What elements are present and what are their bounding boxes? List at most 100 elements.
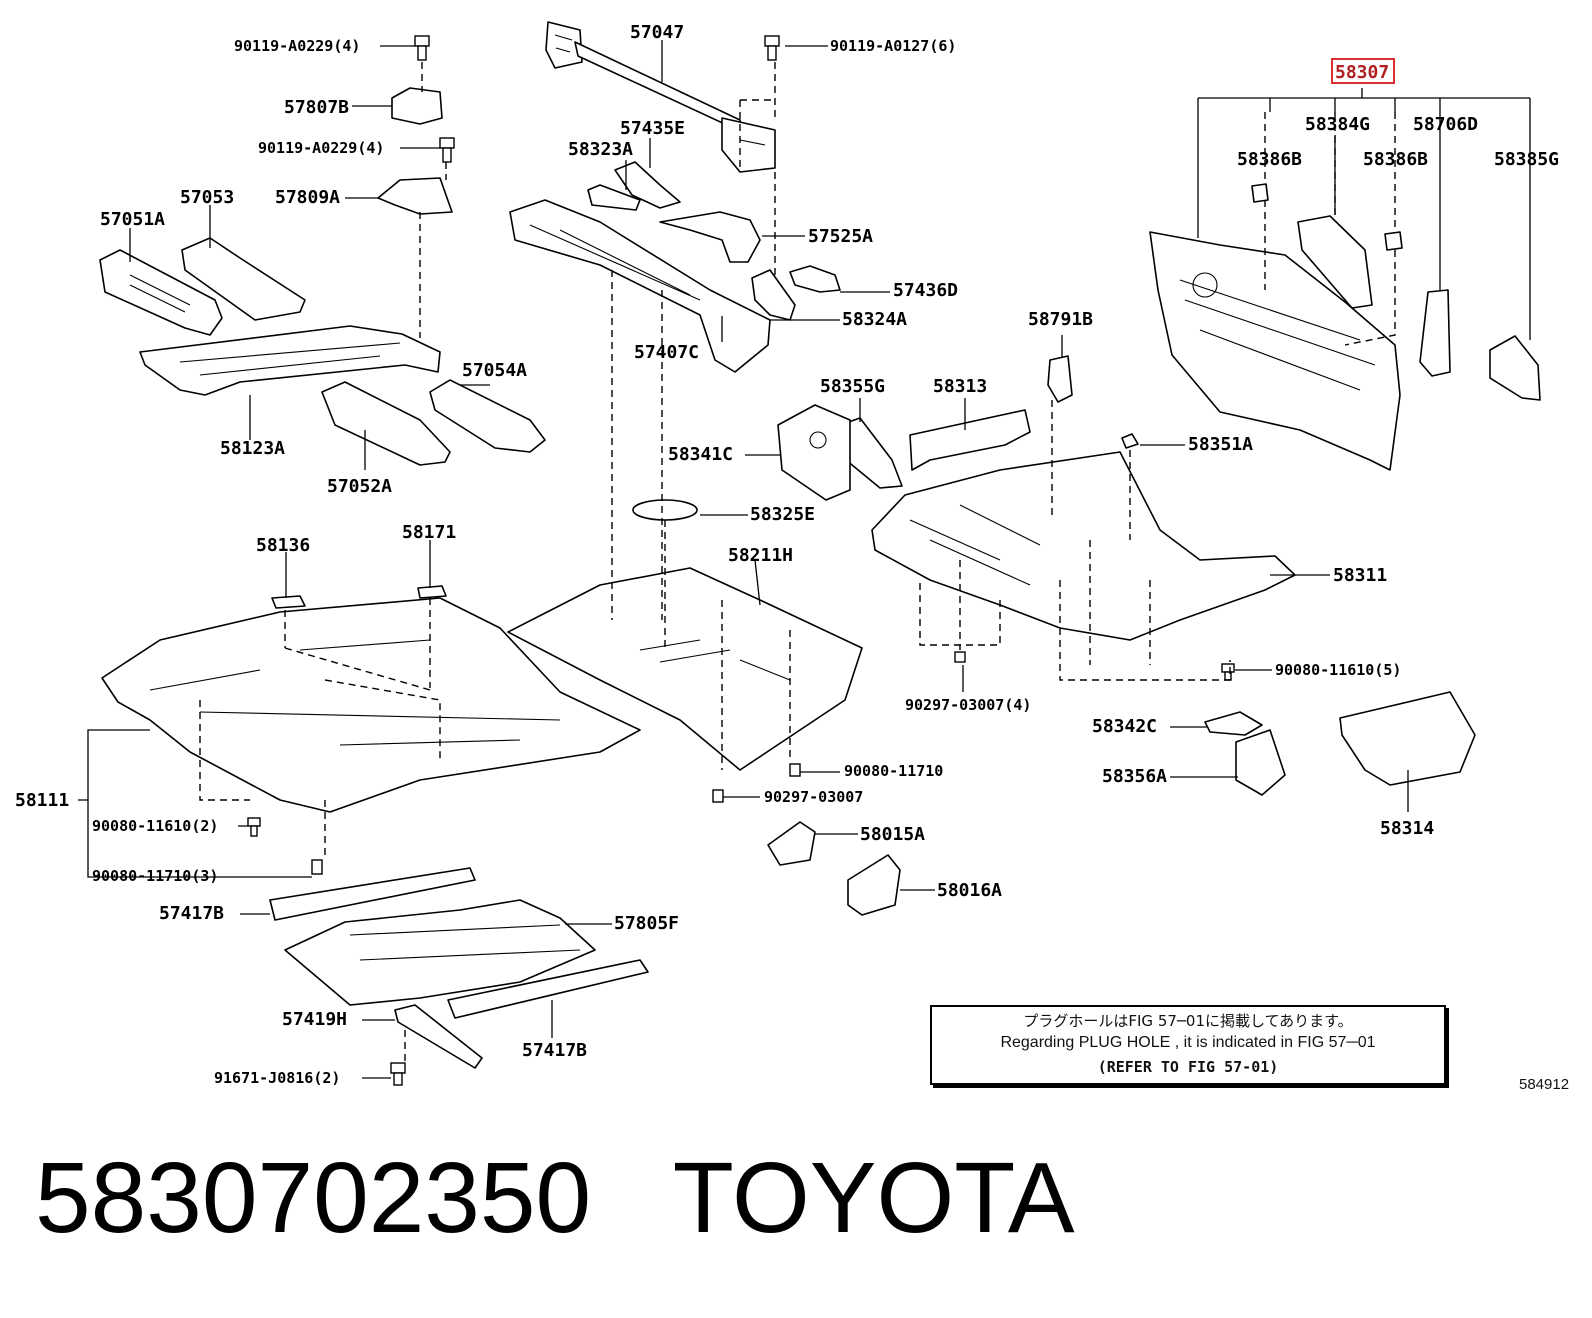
bolt-icon-90119-A0229-b bbox=[439, 137, 455, 163]
callout-58384G: 58384G bbox=[1305, 114, 1370, 135]
illustration-code: 584912 bbox=[1519, 1076, 1570, 1093]
callout-90080-11610-2: 90080-11610(2) bbox=[92, 817, 218, 835]
callout-58355G: 58355G bbox=[820, 376, 885, 397]
caption-brand: TOYOTA bbox=[672, 1142, 1075, 1254]
callout-57417B-a: 57417B bbox=[159, 903, 224, 924]
highlight-box-58307 bbox=[1331, 58, 1395, 84]
callout-90119-A0229-b: 90119-A0229(4) bbox=[258, 139, 384, 157]
alignment-lines bbox=[199, 62, 1396, 1062]
callout-90297-03007: 90297-03007 bbox=[764, 788, 863, 806]
part-57805F-floor-pan bbox=[284, 899, 596, 1006]
callout-58111: 58111 bbox=[15, 790, 69, 811]
callout-57525A: 57525A bbox=[808, 226, 873, 247]
callout-57805F: 57805F bbox=[614, 913, 679, 934]
callout-57051A: 57051A bbox=[100, 209, 165, 230]
part-57809A-bracket bbox=[377, 177, 453, 215]
part-57436D-bracket bbox=[789, 265, 841, 293]
callout-58015A: 58015A bbox=[860, 824, 925, 845]
callout-58706D: 58706D bbox=[1413, 114, 1478, 135]
part-58342C-bracket bbox=[1204, 711, 1263, 736]
callout-57054A: 57054A bbox=[462, 360, 527, 381]
part-58015A-bracket bbox=[767, 821, 816, 866]
bolt-icon-90080-11710-3 bbox=[311, 859, 323, 875]
callout-90119-A0127: 90119-A0127(6) bbox=[830, 37, 956, 55]
callout-57417B-b: 57417B bbox=[522, 1040, 587, 1061]
parts-diagram: 57047 90119-A0229(4) 90119-A0127(6) 5780… bbox=[15, 21, 1559, 1087]
callout-57809A: 57809A bbox=[275, 187, 340, 208]
part-57807B-bracket bbox=[391, 87, 443, 125]
callout-58313: 58313 bbox=[933, 376, 987, 397]
part-57054A-member bbox=[429, 379, 546, 453]
callout-58386B-b: 58386B bbox=[1363, 149, 1428, 170]
callout-58386B-a: 58386B bbox=[1237, 149, 1302, 170]
callout-58314: 58314 bbox=[1380, 818, 1434, 839]
callout-57053: 57053 bbox=[180, 187, 234, 208]
callout-58791B: 58791B bbox=[1028, 309, 1093, 330]
note-japanese: プラグホールはFIG 57─01に掲載してあります。 bbox=[1023, 1012, 1353, 1030]
callout-58311: 58311 bbox=[1333, 565, 1387, 586]
bolt-icon-90119-A0127 bbox=[764, 35, 780, 61]
bolt-icon-90080-11610-2 bbox=[247, 817, 261, 837]
callout-58356A: 58356A bbox=[1102, 766, 1167, 787]
callout-58342C: 58342C bbox=[1092, 716, 1157, 737]
part-58111-front-floor bbox=[101, 597, 641, 813]
bolt-icon-90119-A0229-a bbox=[414, 35, 430, 61]
part-58307-dash-panel bbox=[1149, 231, 1401, 471]
part-58384G-panel bbox=[1297, 215, 1373, 309]
callout-57436D: 57436D bbox=[893, 280, 958, 301]
callout-57807B: 57807B bbox=[284, 97, 349, 118]
callout-57052A: 57052A bbox=[327, 476, 392, 497]
callout-58351A: 58351A bbox=[1188, 434, 1253, 455]
bolt-icon-90080-11610-5 bbox=[1221, 663, 1235, 681]
part-58211H-center-floor bbox=[507, 567, 863, 771]
caption-part-number: 5830702350 bbox=[35, 1142, 592, 1254]
callout-58325E: 58325E bbox=[750, 504, 815, 525]
callout-57435E: 57435E bbox=[620, 118, 685, 139]
part-58706D-brace bbox=[1419, 289, 1451, 377]
part-57053-member bbox=[181, 237, 306, 321]
callout-90080-11710-3: 90080-11710(3) bbox=[92, 867, 218, 885]
callout-57407C: 57407C bbox=[634, 342, 699, 363]
part-57419H-brace bbox=[394, 1004, 483, 1069]
bolt-icon-90297-03007-4 bbox=[954, 651, 966, 663]
part-58341C-panel bbox=[777, 404, 851, 501]
part-58386B-clip-b bbox=[1384, 231, 1403, 251]
callout-labels: 57047 90119-A0229(4) 90119-A0127(6) 5780… bbox=[15, 22, 1559, 1087]
callout-90297-03007-4: 90297-03007(4) bbox=[905, 696, 1031, 714]
part-58171-pad bbox=[417, 585, 447, 599]
part-caption: 5830702350 TOYOTA bbox=[35, 1148, 1075, 1248]
callout-57419H: 57419H bbox=[282, 1009, 347, 1030]
callout-58171: 58171 bbox=[402, 522, 456, 543]
part-58314-panel bbox=[1339, 691, 1476, 786]
callout-57047: 57047 bbox=[630, 22, 684, 43]
part-58356A-bracket bbox=[1235, 729, 1286, 796]
callout-58123A: 58123A bbox=[220, 438, 285, 459]
callout-91671-J0816: 91671-J0816(2) bbox=[214, 1069, 340, 1087]
bolt-icon-90297-03007 bbox=[712, 789, 724, 803]
part-58351A-clip bbox=[1121, 433, 1139, 449]
part-58386B-clip-a bbox=[1251, 183, 1269, 203]
part-58324A-bracket bbox=[751, 269, 796, 321]
part-57417B-rocker-a bbox=[269, 867, 476, 921]
part-58791B-bracket bbox=[1047, 355, 1073, 403]
part-58325E-pan bbox=[632, 499, 698, 521]
part-58016A-bracket bbox=[847, 854, 901, 916]
plug-hole-note: プラグホールはFIG 57─01に掲載してあります。 Regarding PLU… bbox=[930, 1005, 1446, 1085]
part-58323A-bracket bbox=[587, 184, 641, 211]
callout-90080-11610-5: 90080-11610(5) bbox=[1275, 661, 1401, 679]
part-58123A-rail bbox=[139, 325, 441, 396]
note-english: Regarding PLUG HOLE , it is indicated in… bbox=[1000, 1034, 1376, 1051]
bolt-icon-90080-11710 bbox=[789, 763, 801, 777]
bolt-icon-91671-J0816 bbox=[390, 1062, 406, 1086]
part-58313-member bbox=[909, 409, 1031, 471]
callout-58136: 58136 bbox=[256, 535, 310, 556]
leader-lines bbox=[78, 40, 1531, 1079]
part-57407C-side-member bbox=[509, 199, 771, 373]
callout-58307: 58307 bbox=[1335, 62, 1389, 83]
part-58385G-panel bbox=[1489, 335, 1541, 401]
part-58311-rear-floor bbox=[871, 451, 1296, 641]
part-57525A-reinforcement bbox=[659, 211, 761, 263]
part-57051A-member bbox=[99, 249, 223, 336]
callout-58324A: 58324A bbox=[842, 309, 907, 330]
callout-58016A: 58016A bbox=[937, 880, 1002, 901]
